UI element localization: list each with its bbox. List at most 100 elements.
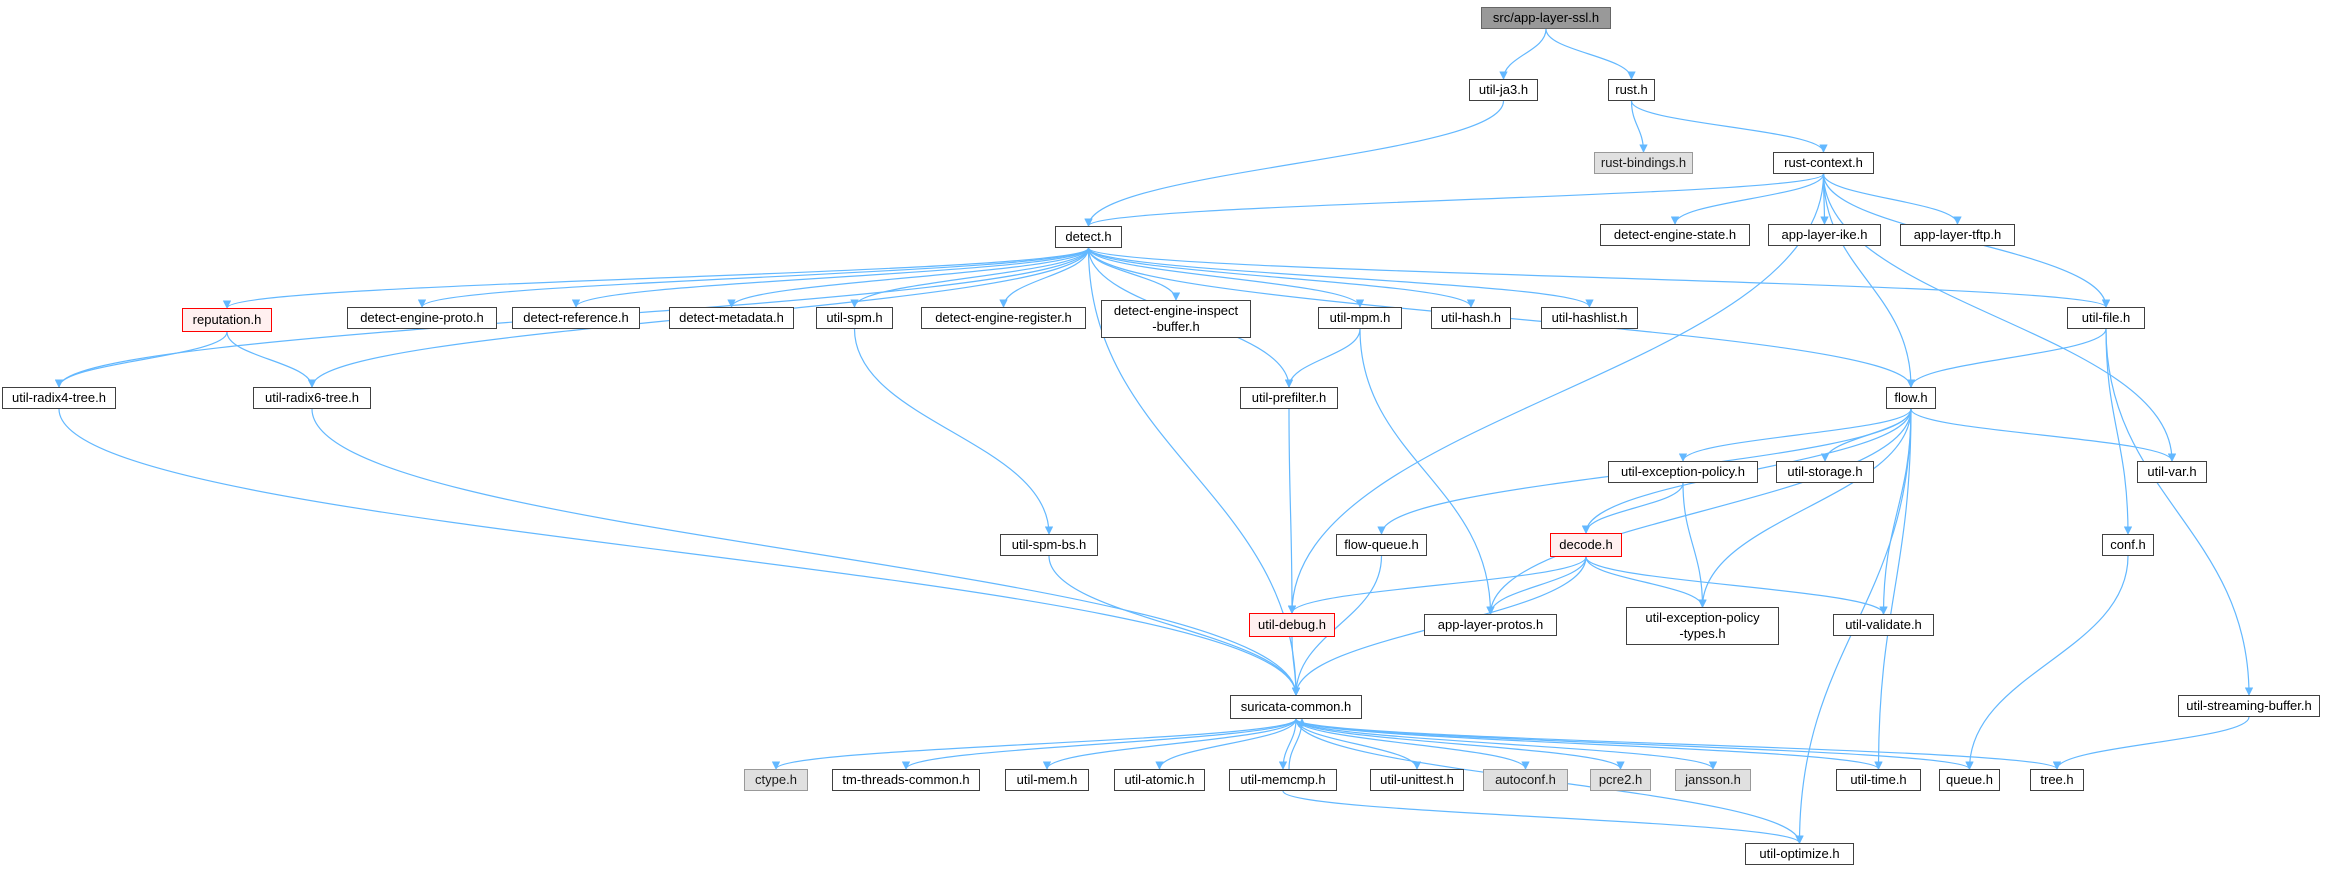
node-tm-threads-common[interactable]: tm-threads-common.h [832,769,980,791]
node-pcre2[interactable]: pcre2.h [1590,769,1651,791]
edge-decode-to-app-layer-protos [1486,556,1587,615]
edge-suricata-common-to-queue [1295,718,1974,770]
node-util-exception-policy[interactable]: util-exception-policy.h [1608,461,1758,483]
edge-rust-context-to-flow [1822,173,1916,388]
node-util-radix6-tree[interactable]: util-radix6-tree.h [253,387,371,409]
edge-suricata-common-to-pcre2 [1295,718,1625,770]
node-reputation[interactable]: reputation.h [182,308,272,332]
edge-suricata-common-to-jansson [1295,718,1718,770]
node-autoconf[interactable]: autoconf.h [1483,769,1568,791]
node-tree[interactable]: tree.h [2030,769,2084,791]
node-util-validate[interactable]: util-validate.h [1833,614,1934,636]
edge-rust-context-to-app-layer-tftp [1822,173,1962,225]
node-rust-context[interactable]: rust-context.h [1773,152,1874,174]
edge-decode-to-util-validate [1585,556,1888,615]
edge-util-prefilter-to-util-debug [1287,408,1297,614]
edge-rust-context-to-detect-engine-state [1670,173,1825,225]
node-flow-queue[interactable]: flow-queue.h [1336,534,1427,556]
node-util-ja3[interactable]: util-ja3.h [1469,79,1538,101]
edge-suricata-common-to-ctype [771,718,1297,770]
node-util-storage[interactable]: util-storage.h [1776,461,1874,483]
node-decode[interactable]: decode.h [1550,533,1622,557]
node-conf[interactable]: conf.h [2102,534,2154,556]
node-util-debug[interactable]: util-debug.h [1249,613,1335,637]
edge-flow-to-util-validate [1879,408,1912,615]
node-app-layer-tftp[interactable]: app-layer-tftp.h [1900,224,2015,246]
edge-util-radix4-tree-to-suricata-common [58,408,1301,696]
edge-flow-to-util-exception-policy [1678,408,1912,462]
edge-util-spm-bs-to-suricata-common [1048,555,1301,696]
node-detect-engine-register[interactable]: detect-engine-register.h [921,307,1086,329]
edge-rust-to-rust-bindings [1630,100,1648,153]
edge-suricata-common-to-util-time [1295,718,1883,770]
node-util-time[interactable]: util-time.h [1836,769,1921,791]
node-util-exception-policy-types[interactable]: util-exception-policy -types.h [1626,607,1779,645]
node-util-var[interactable]: util-var.h [2137,461,2207,483]
edge-flow-to-util-var [1910,408,2177,462]
node-util-file[interactable]: util-file.h [2067,307,2145,329]
edge-util-exception-policy-to-decode [1581,482,1684,534]
edge-reputation-to-util-radix6-tree [226,331,317,388]
node-util-atomic[interactable]: util-atomic.h [1114,769,1205,791]
node-app-layer-ike[interactable]: app-layer-ike.h [1768,224,1881,246]
node-ctype[interactable]: ctype.h [744,769,808,791]
edge-util-memcmp-to-suricata-common [1288,718,1307,770]
edge-detect-to-reputation [223,247,1090,309]
node-rust[interactable]: rust.h [1608,79,1655,101]
node-util-spm[interactable]: util-spm.h [816,307,893,329]
node-detect-reference[interactable]: detect-reference.h [512,307,640,329]
node-util-mpm[interactable]: util-mpm.h [1318,307,1402,329]
edge-util-debug-to-suricata-common [1291,636,1301,696]
node-detect-engine-proto[interactable]: detect-engine-proto.h [347,307,497,329]
edge-rust-context-to-util-var [1822,173,2177,462]
node-detect[interactable]: detect.h [1055,226,1122,248]
node-util-hashlist[interactable]: util-hashlist.h [1541,307,1638,329]
node-jansson[interactable]: jansson.h [1675,769,1751,791]
node-util-spm-bs[interactable]: util-spm-bs.h [1000,534,1098,556]
edge-util-spm-to-util-spm-bs [853,328,1054,535]
node-app-layer-protos[interactable]: app-layer-protos.h [1424,614,1557,636]
edge-util-ja3-to-detect [1084,100,1505,227]
node-detect-engine-inspect-buffer[interactable]: detect-engine-inspect -buffer.h [1101,300,1251,338]
node-util-unittest[interactable]: util-unittest.h [1370,769,1464,791]
edge-conf-to-queue [1965,555,2129,770]
edge-decode-to-util-exception-policy-types [1585,556,1707,608]
node-util-prefilter[interactable]: util-prefilter.h [1240,387,1338,409]
edge-detect-to-util-spm [850,247,1090,308]
edge-detect-to-detect-metadata [727,247,1090,308]
edge-detect-to-detect-engine-register [999,247,1090,308]
edge-detect-to-detect-engine-proto [417,247,1090,308]
edge-detect-to-util-mpm [1087,247,1365,308]
edge-app-layer-ssl-to-util-ja3 [1499,28,1547,80]
edge-util-exception-policy-to-util-exception-policy-types [1682,482,1707,608]
edge-flow-queue-to-suricata-common [1291,555,1383,696]
edge-suricata-common-to-util-memcmp [1278,718,1297,770]
node-util-mem[interactable]: util-mem.h [1005,769,1089,791]
node-app-layer-ssl[interactable]: src/app-layer-ssl.h [1481,7,1611,29]
node-detect-engine-state[interactable]: detect-engine-state.h [1600,224,1750,246]
node-suricata-common[interactable]: suricata-common.h [1230,695,1362,719]
node-util-memcmp[interactable]: util-memcmp.h [1229,769,1337,791]
edge-util-file-to-util-streaming-buffer [2105,328,2254,696]
edge-decode-to-util-debug [1287,556,1587,614]
edge-suricata-common-to-util-mem [1042,718,1297,770]
edge-util-streaming-buffer-to-tree [2052,716,2250,770]
node-detect-metadata[interactable]: detect-metadata.h [669,307,794,329]
edge-rust-to-rust-context [1630,100,1828,153]
node-util-radix4-tree[interactable]: util-radix4-tree.h [2,387,116,409]
edge-suricata-common-to-autoconf [1295,718,1530,770]
node-queue[interactable]: queue.h [1939,769,2000,791]
edge-util-memcmp-to-util-optimize [1282,790,1804,844]
edge-util-file-to-conf [2105,328,2133,535]
node-util-optimize[interactable]: util-optimize.h [1745,843,1854,865]
node-util-hash[interactable]: util-hash.h [1431,307,1511,329]
node-util-streaming-buffer[interactable]: util-streaming-buffer.h [2178,695,2320,717]
edge-suricata-common-to-tm-threads-common [901,718,1297,770]
edge-flow-to-app-layer-protos [1486,408,1912,615]
edge-util-radix6-tree-to-suricata-common [311,408,1301,696]
node-rust-bindings[interactable]: rust-bindings.h [1594,152,1693,174]
node-flow[interactable]: flow.h [1886,387,1936,409]
edge-detect-to-util-file [1087,247,2110,308]
